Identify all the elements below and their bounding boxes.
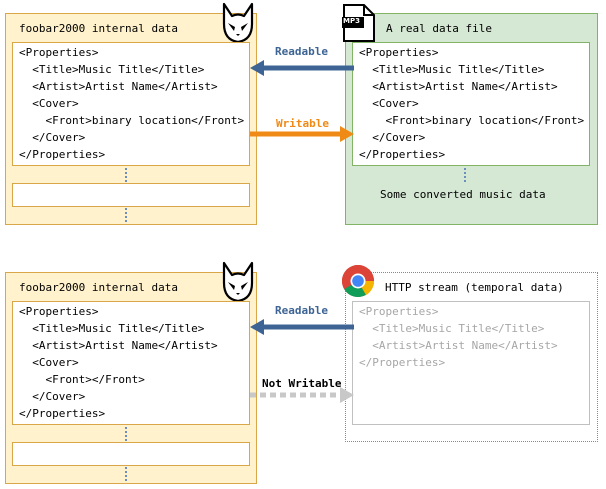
- mp3-file-icon-label: MP3: [343, 17, 360, 25]
- top-foobar-empty-row: [12, 183, 250, 207]
- top-foobar-code-line: <Front>binary location</Front>: [19, 114, 245, 127]
- top-foobar-dots-1: [125, 168, 127, 182]
- top-readable-arrow: [250, 60, 354, 76]
- file-title: A real data file: [386, 22, 492, 35]
- bottom-foobar-code-line: <Artist>Artist Name</Artist>: [19, 339, 218, 352]
- foobar2000-cat-icon: [222, 2, 254, 44]
- bottom-foobar-code-line: </Properties>: [19, 407, 106, 420]
- file-code-line: <Front>binary location</Front>: [359, 114, 585, 127]
- stream-code-line: <Artist>Artist Name</Artist>: [359, 339, 558, 352]
- bottom-not-writable-label: Not Writable: [262, 377, 342, 390]
- file-caption: Some converted music data: [380, 188, 546, 201]
- top-writable-label: Writable: [276, 117, 329, 130]
- stream-title: HTTP stream (temporal data): [385, 281, 564, 294]
- top-foobar-codebox: [12, 42, 250, 166]
- stream-code-line: <Properties>: [359, 305, 439, 318]
- bottom-foobar-codebox: [12, 301, 250, 425]
- bottom-readable-arrow: [250, 319, 354, 335]
- bottom-foobar-dots-1: [125, 427, 127, 441]
- file-codebox: [352, 42, 590, 166]
- top-foobar-dots-2: [125, 208, 127, 222]
- top-writable-arrow: [250, 126, 354, 142]
- top-foobar-code-line: </Properties>: [19, 148, 106, 161]
- file-dots: [464, 168, 466, 182]
- bottom-foobar-empty-row: [12, 442, 250, 466]
- top-foobar-code-line: <Properties>: [19, 46, 99, 59]
- stream-code-line: <Title>Music Title</Title>: [359, 322, 545, 335]
- top-foobar-title: foobar2000 internal data: [19, 22, 178, 35]
- file-code-line: <Properties>: [359, 46, 439, 59]
- bottom-foobar-code-line: <Cover>: [19, 356, 79, 369]
- bottom-foobar-code-line: <Title>Music Title</Title>: [19, 322, 205, 335]
- top-readable-label: Readable: [275, 45, 328, 58]
- file-code-line: <Title>Music Title</Title>: [359, 63, 545, 76]
- stream-code-line: </Properties>: [359, 356, 446, 369]
- bottom-foobar-code-line: <Front></Front>: [19, 373, 145, 386]
- top-foobar-code-line: </Cover>: [19, 131, 86, 144]
- mp3-file-icon: [342, 4, 375, 42]
- top-foobar-code-line: <Artist>Artist Name</Artist>: [19, 80, 218, 93]
- top-foobar-code-line: <Cover>: [19, 97, 79, 110]
- bottom-foobar-code-line: </Cover>: [19, 390, 86, 403]
- top-foobar-code-line: <Title>Music Title</Title>: [19, 63, 205, 76]
- chrome-icon: [341, 264, 375, 298]
- bottom-foobar-code-line: <Properties>: [19, 305, 99, 318]
- bottom-foobar-title: foobar2000 internal data: [19, 281, 178, 294]
- foobar2000-cat-icon: [222, 261, 254, 303]
- bottom-not-writable-arrow: [250, 387, 354, 403]
- file-code-line: <Artist>Artist Name</Artist>: [359, 80, 558, 93]
- file-code-line: </Cover>: [359, 131, 426, 144]
- stream-codebox: [352, 301, 590, 425]
- bottom-foobar-dots-2: [125, 467, 127, 481]
- file-code-line: </Properties>: [359, 148, 446, 161]
- file-code-line: <Cover>: [359, 97, 419, 110]
- bottom-readable-label: Readable: [275, 304, 328, 317]
